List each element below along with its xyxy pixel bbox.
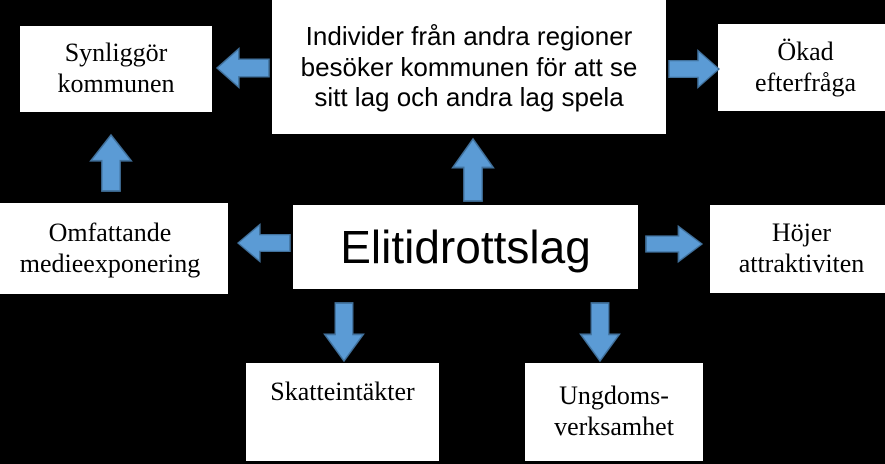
arrow-right-icon-elitidrottslag-to-hojer-attraktiviten xyxy=(645,224,704,264)
node-label: Elitidrottslag xyxy=(340,220,591,273)
arrow-up-icon-medieexponering-to-synliggor xyxy=(88,133,134,192)
node-elitidrottslag[interactable]: Elitidrottslag xyxy=(293,205,638,289)
arrow-left-icon-elitidrottslag-to-medieexponering xyxy=(236,222,291,264)
arrow-right-icon-besokare-to-okad-efterfraga xyxy=(668,48,721,90)
arrow-down-icon-elitidrottslag-to-ungdomsverksamhet xyxy=(578,302,622,363)
node-label: Ungdoms-verksamhet xyxy=(554,381,674,441)
node-ungdomsverksamhet[interactable]: Ungdoms-verksamhet xyxy=(525,363,703,461)
arrow-up-icon-elitidrottslag-to-besokare xyxy=(450,137,496,202)
node-label: Skatteintäkter xyxy=(270,377,415,406)
arrow-down-icon-elitidrottslag-to-skatteintakter xyxy=(322,302,366,363)
arrow-left-icon-besokare-to-synliggor xyxy=(215,46,270,90)
node-skatteintakter[interactable]: Skatteintäkter xyxy=(246,363,439,461)
